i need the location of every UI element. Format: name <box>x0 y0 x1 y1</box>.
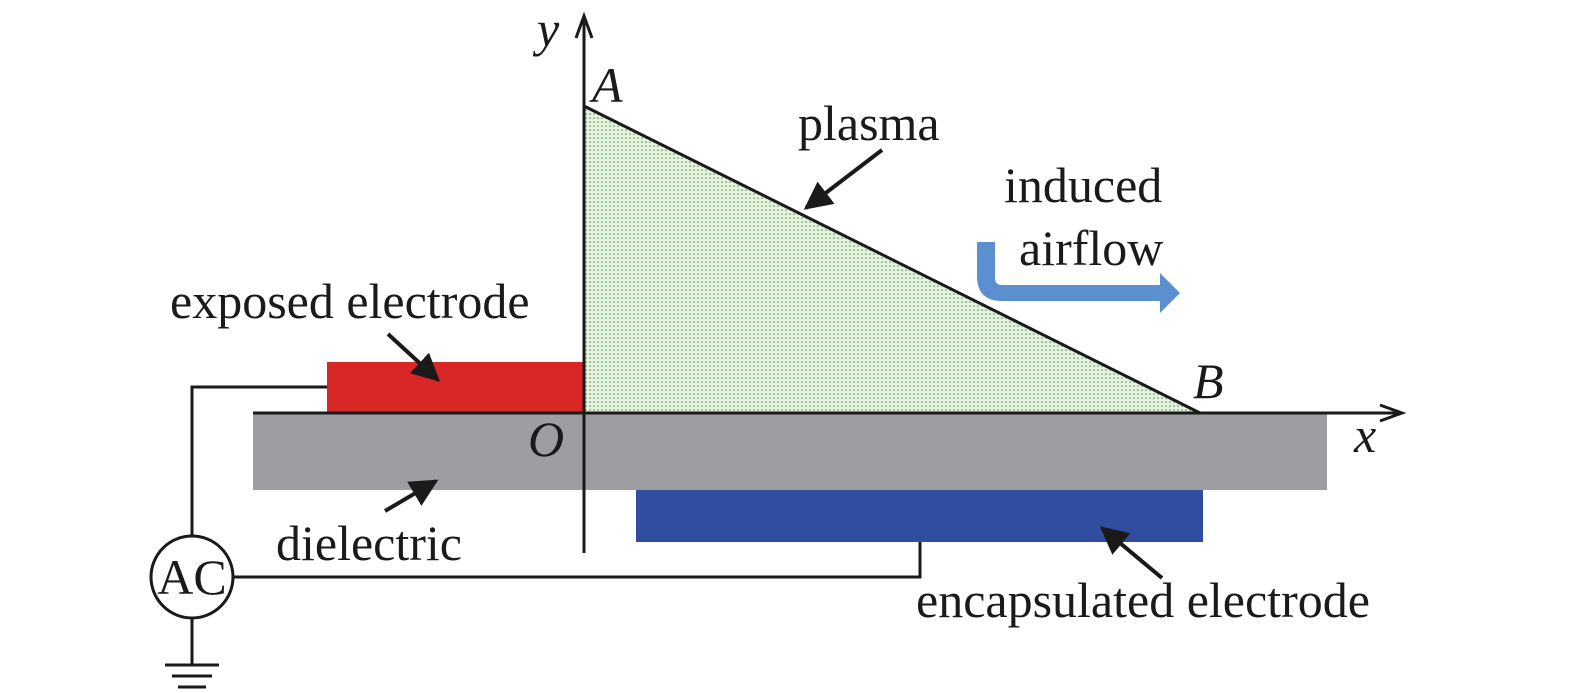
y-axis-arrow-icon <box>574 11 594 39</box>
encapsulated-electrode <box>636 490 1203 542</box>
exposed-electrode-pointer-arrow <box>386 332 441 382</box>
encapsulated-electrode-pointer-arrow <box>1099 526 1164 580</box>
exposed-electrode-label: exposed electrode <box>170 273 530 329</box>
y-axis-label: y <box>532 1 560 57</box>
plasma-label: plasma <box>798 95 940 151</box>
plasma-pointer-arrow <box>803 148 884 210</box>
dielectric-pointer-arrow <box>383 479 439 513</box>
plasma-boundary-ab <box>583 104 1201 415</box>
induced-airflow-label-line2: airflow <box>1019 220 1163 276</box>
x-axis-arrow-icon <box>1379 403 1407 423</box>
ac-source-label: AC <box>157 549 226 605</box>
wire-ac-to-encapsulated <box>232 542 922 579</box>
exposed-electrode <box>327 362 584 413</box>
encapsulated-electrode-label: encapsulated electrode <box>916 572 1370 628</box>
wire-exposed-to-ac <box>190 385 327 535</box>
x-axis-label: x <box>1353 407 1376 463</box>
ground-icon <box>165 663 219 689</box>
induced-airflow-label-line1: induced <box>1004 157 1162 213</box>
origin-label: O <box>528 411 564 467</box>
airflow-arrow-icon <box>977 242 1180 313</box>
dielectric-label: dielectric <box>276 515 462 571</box>
point-a-label: A <box>589 57 623 113</box>
dielectric-layer <box>253 413 1327 490</box>
point-b-label: B <box>1193 353 1224 409</box>
